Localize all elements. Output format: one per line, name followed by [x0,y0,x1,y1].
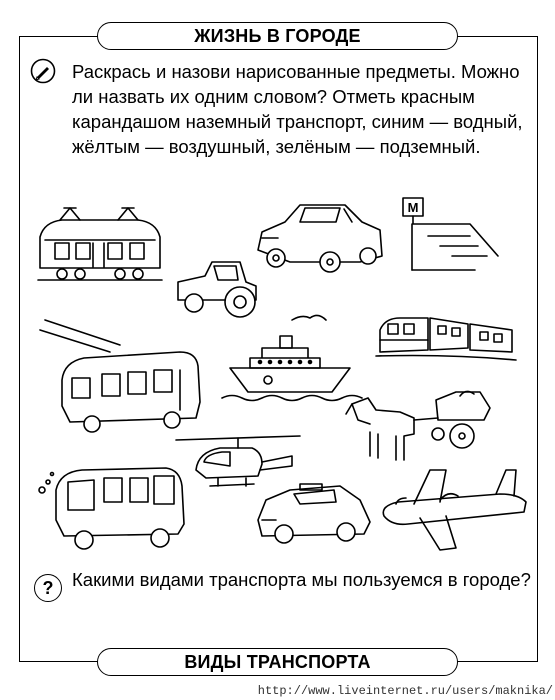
train-icon [375,317,517,361]
watermark-url: http://www.liveinternet.ru/users/maknika… [257,684,553,698]
metro-sign: М [408,200,419,215]
bus-icon [38,467,185,550]
task-text: Раскрась и назови нарисованные предметы.… [72,61,523,157]
question-text: Какими видами транспорта мы пользуемся в… [72,569,531,590]
car-icon [257,204,383,273]
horse-carriage-icon [345,390,491,461]
pencil-icon [30,58,56,84]
page-footer-title: ВИДЫ ТРАНСПОРТА [97,648,458,676]
helicopter-icon [175,435,301,487]
steamship-icon [221,314,363,402]
question-icon: ? [34,574,62,602]
tractor-icon [177,261,257,318]
trolleybus-icon [39,319,201,433]
tram-icon [37,207,163,281]
taxi-icon [257,483,371,544]
page-title: ЖИЗНЬ В ГОРОДЕ [97,22,458,50]
airplane-icon [382,469,527,551]
metro-entrance-icon: М [402,197,499,271]
